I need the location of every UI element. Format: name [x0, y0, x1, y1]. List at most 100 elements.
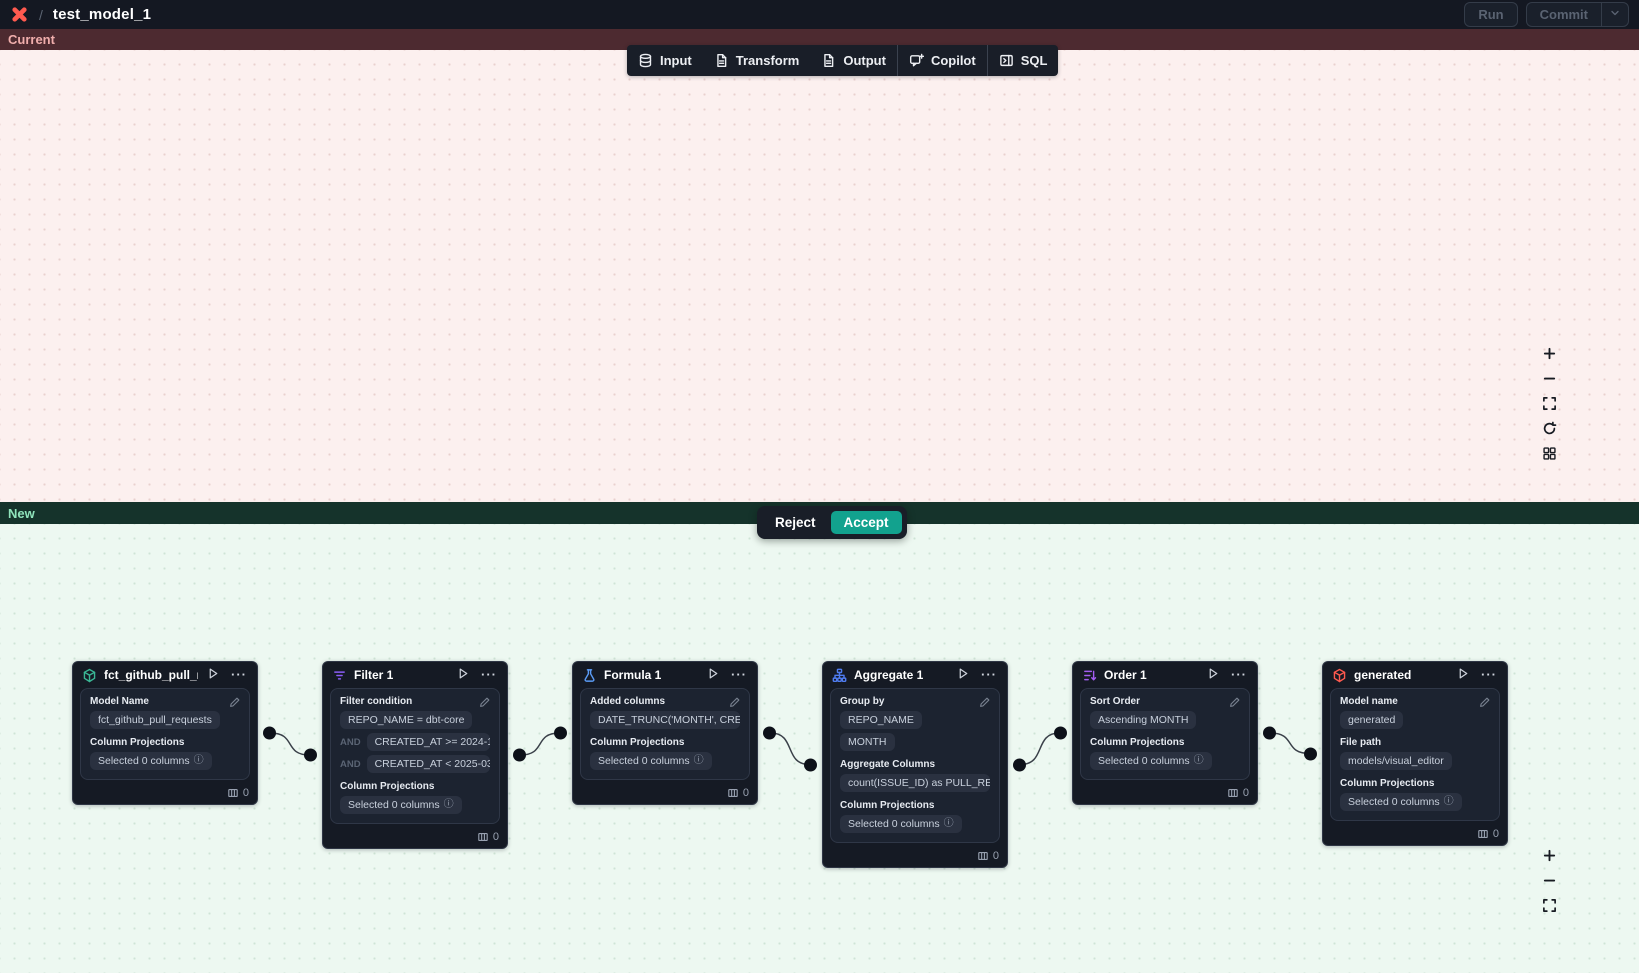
toolbar-button-input[interactable]: Input — [627, 45, 703, 76]
node-menu-button[interactable]: ··· — [981, 667, 997, 682]
fit-view-button[interactable] — [1538, 894, 1560, 916]
tidy-button[interactable] — [1538, 442, 1560, 464]
value-pill[interactable]: models/visual_editor — [1340, 752, 1452, 770]
toolbar-button-transform[interactable]: Transform — [703, 45, 811, 76]
value-pill[interactable]: REPO_NAME = dbt-core — [340, 711, 473, 729]
node-run-button[interactable] — [1205, 667, 1222, 683]
edit-pencil-icon[interactable] — [229, 695, 241, 713]
toolbar-button-copilot[interactable]: Copilot — [898, 45, 987, 76]
info-icon[interactable]: ⓘ — [693, 755, 704, 766]
value-pill[interactable]: Ascending MONTH — [1090, 711, 1197, 729]
output-port[interactable] — [1013, 758, 1026, 771]
node-header[interactable]: Order 1··· — [1073, 662, 1257, 687]
zoom-out-button[interactable] — [1538, 367, 1560, 389]
current-canvas[interactable] — [0, 50, 1639, 502]
reset-button[interactable] — [1538, 417, 1560, 439]
section-row: REPO_NAME — [840, 711, 990, 729]
info-icon[interactable]: ⓘ — [443, 799, 454, 810]
toolbar-button-output[interactable]: Output — [810, 45, 897, 76]
info-icon[interactable]: ⓘ — [1443, 796, 1454, 807]
input-port[interactable] — [1054, 726, 1067, 740]
sort-icon — [1082, 668, 1097, 683]
node-menu-button[interactable]: ··· — [481, 667, 497, 682]
zoom-out-button[interactable] — [1538, 869, 1560, 891]
input-port[interactable] — [1304, 747, 1317, 760]
pipeline-node-fct-github-pull-requests[interactable]: fct_github_pull_requests···Model Namefct… — [72, 661, 276, 805]
section-row: models/visual_editor — [1340, 752, 1490, 770]
node-run-button[interactable] — [1455, 667, 1472, 683]
edit-pencil-icon[interactable] — [479, 695, 491, 713]
node-header[interactable]: Formula 1··· — [573, 662, 757, 687]
node-menu-button[interactable]: ··· — [731, 667, 747, 682]
info-icon[interactable]: ⓘ — [193, 755, 204, 766]
node-header[interactable]: Filter 1··· — [323, 662, 507, 687]
node-menu-button[interactable]: ··· — [1231, 667, 1247, 682]
node-menu-button[interactable]: ··· — [1481, 667, 1497, 682]
node-run-button[interactable] — [205, 667, 222, 683]
node-menu-button[interactable]: ··· — [231, 667, 247, 682]
accept-button[interactable]: Accept — [830, 511, 902, 534]
zoom-in-button[interactable] — [1538, 844, 1560, 866]
info-icon[interactable]: ⓘ — [1193, 755, 1204, 766]
value-pill-text: Selected 0 columns — [598, 755, 690, 767]
value-pill[interactable]: REPO_NAME — [840, 711, 922, 729]
edit-pencil-icon[interactable] — [1479, 695, 1491, 713]
run-button[interactable]: Run — [1464, 2, 1518, 27]
value-pill[interactable]: CREATED_AT < 2025-03-01 — [366, 755, 490, 773]
commit-button[interactable]: Commit — [1525, 2, 1601, 27]
dbt-logo-icon[interactable] — [10, 5, 29, 24]
output-port[interactable] — [1263, 726, 1276, 740]
edit-pencil-icon[interactable] — [979, 695, 991, 713]
input-port[interactable] — [804, 758, 817, 771]
output-port[interactable] — [263, 726, 276, 740]
value-pill[interactable]: MONTH — [840, 733, 895, 751]
zoom-in-button[interactable] — [1538, 342, 1560, 364]
reject-button[interactable]: Reject — [762, 511, 829, 534]
node-run-button[interactable] — [955, 667, 972, 683]
current-band: Current — [0, 29, 1639, 50]
edit-pencil-icon[interactable] — [729, 695, 741, 713]
value-pill[interactable]: CREATED_AT >= 2024-12-01 — [366, 733, 490, 751]
value-pill[interactable]: generated — [1340, 711, 1404, 729]
input-port[interactable] — [304, 748, 317, 762]
output-port[interactable] — [513, 748, 526, 762]
section-label: Column Projections — [90, 737, 185, 748]
new-canvas[interactable]: fct_github_pull_requests···Model Namefct… — [0, 524, 1639, 973]
fit-view-button[interactable] — [1538, 392, 1560, 414]
value-pill[interactable]: count(ISSUE_ID) as PULL_REQUEST_… — [840, 774, 990, 792]
toolbar-button-sql[interactable]: SQL — [988, 45, 1059, 76]
edit-pencil-icon[interactable] — [1229, 695, 1241, 713]
node-header[interactable]: generated··· — [1323, 662, 1507, 687]
node-run-button[interactable] — [705, 667, 722, 683]
value-pill[interactable]: DATE_TRUNC('MONTH', CREATED_AT… — [590, 711, 740, 729]
node-header[interactable]: fct_github_pull_requests··· — [73, 662, 257, 687]
model-title: test_model_1 — [52, 6, 152, 23]
input-port[interactable] — [554, 726, 567, 740]
node-run-button[interactable] — [455, 667, 472, 683]
node-header[interactable]: Aggregate 1··· — [823, 662, 1007, 687]
commit-dropdown-button[interactable] — [1601, 2, 1629, 27]
info-icon[interactable]: ⓘ — [943, 818, 954, 829]
output-port[interactable] — [763, 726, 776, 740]
value-pill[interactable]: fct_github_pull_requests — [90, 711, 220, 729]
